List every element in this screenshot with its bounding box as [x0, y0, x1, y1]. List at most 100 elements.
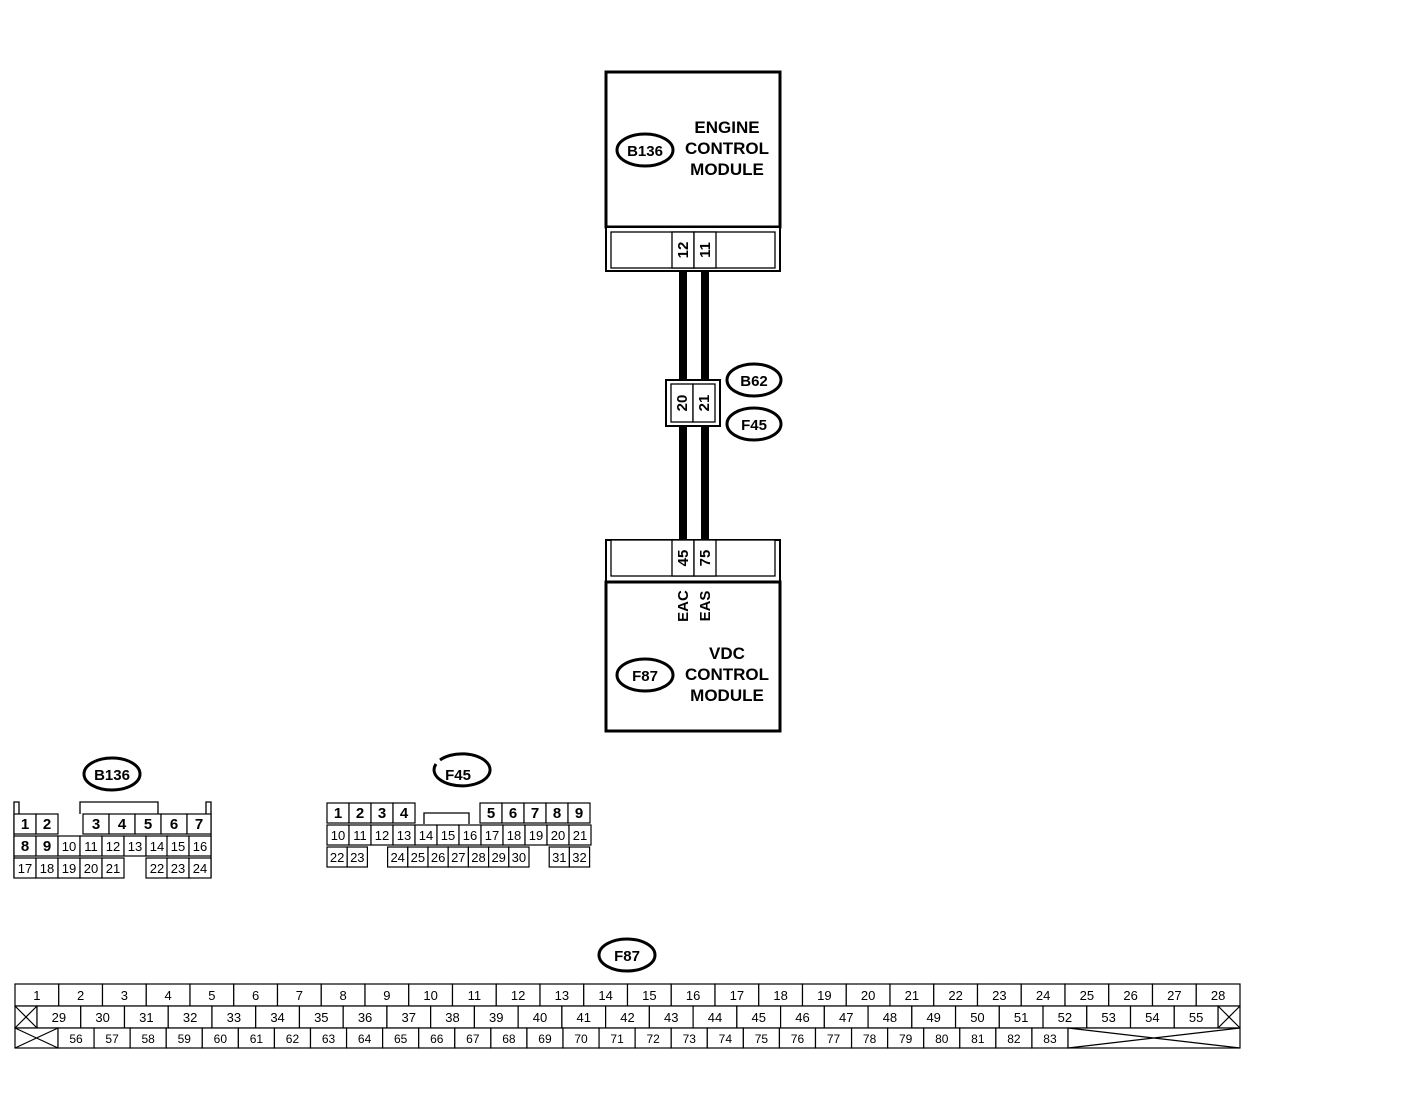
f87-pin-label: 11 [468, 988, 482, 1003]
f45-pin-cell [508, 846, 530, 868]
b136-pin-label: 22 [150, 861, 164, 876]
f87-pin-label: 73 [683, 1032, 697, 1046]
f87-pin-label: 53 [1101, 1010, 1115, 1025]
f45-pin-label: 15 [441, 828, 455, 843]
b136-pin-label: 15 [171, 839, 185, 854]
f45-pin-label: 24 [390, 850, 404, 865]
joint-connector-id-b62: B62 [740, 373, 768, 390]
f87-pin-label: 10 [423, 988, 437, 1003]
ecm-name-line-2: CONTROL [685, 139, 769, 158]
vdc-pin-cell [693, 539, 717, 577]
f87-pin-label: 75 [755, 1032, 769, 1046]
f87-pin-label: 77 [827, 1032, 841, 1046]
f87-pin-label: 57 [105, 1032, 119, 1046]
f87-blank-cross-bottom-left-stroke [14, 1027, 59, 1049]
f87-pin-label: 62 [286, 1032, 300, 1046]
vdc-connector-id: F87 [632, 668, 658, 685]
f45-pin-cell [392, 802, 416, 824]
vdc-name-line-1: VDC [709, 644, 745, 663]
b136-pin-label: 24 [193, 861, 207, 876]
b136-pin-label: 4 [118, 816, 127, 833]
b136-pin-label: 17 [18, 861, 32, 876]
f87-pin-label: 68 [502, 1032, 516, 1046]
f87-pin-label: 28 [1211, 988, 1225, 1003]
joint-connector-badge-b62 [725, 362, 783, 398]
vdc-pin-label: 45 [675, 550, 692, 567]
vdc-pin-label: 75 [697, 550, 714, 567]
f87-pin-label: 22 [948, 988, 962, 1003]
f87-pin-label: 76 [791, 1032, 805, 1046]
joint-connector-badge-f45 [725, 406, 783, 442]
f45-pin-cell [568, 824, 592, 846]
f45-pin-label: 18 [507, 828, 521, 843]
b136-pin-label: 18 [40, 861, 54, 876]
f45-pin-label: 20 [551, 828, 565, 843]
f45-pin-cell [346, 846, 369, 868]
f45-pin-label: 6 [509, 805, 517, 822]
f87-pin-label: 64 [358, 1032, 372, 1046]
joint-connector: 20 21 B62 F45 [665, 362, 783, 442]
f45-pin-label: 9 [575, 805, 583, 822]
b136-pin-cell [186, 813, 212, 835]
f45-pin-label: 12 [375, 828, 389, 843]
f87-blank-cross-right-stroke [1217, 1005, 1241, 1029]
f87-pin-label: 34 [270, 1010, 284, 1025]
f87-blank-cross-left-stroke [14, 1005, 38, 1029]
f87-pin-label: 56 [69, 1032, 83, 1046]
f87-pin-label: 30 [95, 1010, 109, 1025]
f87-pin-label: 16 [686, 988, 700, 1003]
f87-pin-label: 17 [730, 988, 744, 1003]
f87-pin-label: 8 [340, 988, 347, 1003]
b136-face-id: B136 [94, 767, 130, 784]
harness-wires [679, 271, 709, 540]
b136-pin-label: 13 [128, 839, 142, 854]
f87-pin-label: 46 [795, 1010, 809, 1025]
f87-pin-label: 3 [121, 988, 128, 1003]
b136-pin-label: 2 [43, 816, 51, 833]
vdc-name-line-3: MODULE [690, 686, 764, 705]
b136-pin-label: 14 [150, 839, 164, 854]
f45-pin-label: 28 [471, 850, 485, 865]
f87-pin-label: 50 [970, 1010, 984, 1025]
f45-pin-label: 16 [463, 828, 477, 843]
f45-pin-label: 14 [419, 828, 433, 843]
ecm-pin-cell [693, 231, 717, 269]
f45-pin-cell [567, 802, 591, 824]
f87-pin-label: 9 [383, 988, 390, 1003]
vdc-connector-badge [615, 657, 675, 693]
f87-pin-label: 25 [1080, 988, 1094, 1003]
f87-pin-label: 58 [141, 1032, 155, 1046]
b136-pin-label: 1 [21, 816, 29, 833]
ecm-pin-label: 12 [675, 242, 692, 259]
f87-pin-label: 81 [971, 1032, 985, 1046]
f87-pin-label: 20 [861, 988, 875, 1003]
b136-pin-label: 5 [144, 816, 152, 833]
f45-pin-label: 11 [353, 828, 367, 843]
f45-pin-label: 1 [334, 805, 342, 822]
f45-pin-label: 13 [397, 828, 411, 843]
joint-pin-label: 21 [696, 395, 713, 412]
f87-blank-cross-bottom-right-stroke [1067, 1027, 1241, 1049]
f87-face-id: F87 [614, 948, 640, 965]
f45-pin-label: 4 [400, 805, 409, 822]
f87-pin-label: 51 [1014, 1010, 1028, 1025]
f45-pin-label: 7 [531, 805, 539, 822]
f87-pin-label: 72 [646, 1032, 660, 1046]
f87-pin-label: 7 [296, 988, 303, 1003]
f87-pin-label: 2 [77, 988, 84, 1003]
f87-pin-label: 49 [926, 1010, 940, 1025]
b136-pin-cell [35, 813, 59, 835]
f87-pin-label: 21 [905, 988, 919, 1003]
f45-pin-label: 23 [350, 850, 364, 865]
f45-pin-label: 25 [411, 850, 425, 865]
f87-pin-label: 83 [1043, 1032, 1057, 1046]
f87-pin-label: 27 [1167, 988, 1181, 1003]
f45-pin-label: 21 [573, 828, 587, 843]
f45-pin-label: 31 [552, 850, 566, 865]
vdc-control-module: 45 75 EAC EAS F87 VDC CONTROL MODULE [604, 539, 782, 733]
f87-pin-label: 33 [227, 1010, 241, 1025]
